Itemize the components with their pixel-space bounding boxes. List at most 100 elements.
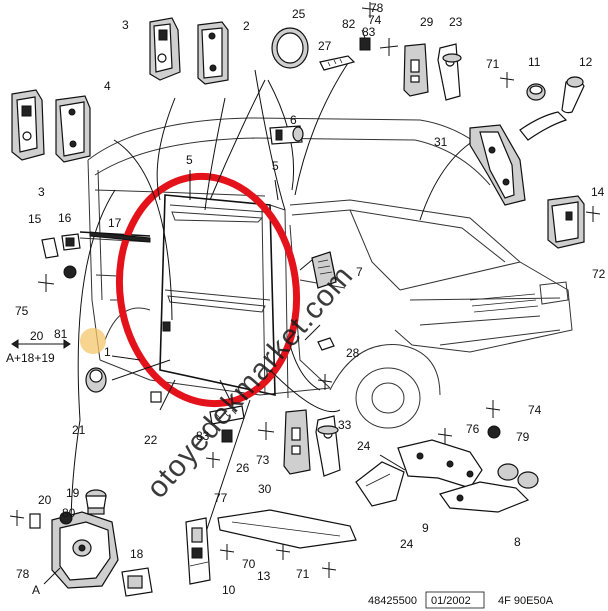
part-29 bbox=[317, 337, 335, 351]
ref-20-label: 20 bbox=[30, 329, 44, 343]
callout-number: 78 bbox=[370, 1, 384, 15]
part-21 bbox=[29, 513, 41, 529]
part-27 bbox=[221, 429, 233, 443]
part-26 bbox=[271, 27, 309, 69]
group-20-arrow bbox=[11, 339, 71, 349]
pointer-dot bbox=[80, 328, 106, 354]
callout-number: 17 bbox=[108, 216, 122, 230]
part-8 bbox=[439, 463, 539, 513]
van-outline bbox=[87, 117, 573, 429]
callout-number: 3 bbox=[122, 18, 129, 32]
part-15 bbox=[89, 231, 151, 243]
callout-number: 14 bbox=[591, 185, 605, 199]
part-19 bbox=[85, 489, 107, 509]
callout-number: 78 bbox=[16, 567, 30, 581]
ref-a-label: A bbox=[32, 583, 40, 597]
callout-number: 73 bbox=[256, 453, 270, 467]
callout-number: 1 bbox=[104, 345, 111, 359]
part-23 bbox=[150, 391, 162, 403]
part-71-right bbox=[275, 544, 291, 560]
callout-number: 11 bbox=[528, 55, 541, 69]
callout-number: 76 bbox=[466, 422, 480, 436]
callout-number: 71 bbox=[486, 57, 500, 71]
part-12 bbox=[561, 76, 585, 114]
part-10 bbox=[185, 517, 211, 585]
part-9 bbox=[397, 439, 483, 489]
callout-number: 74 bbox=[368, 13, 382, 27]
part-82 bbox=[59, 511, 73, 525]
part-72 bbox=[499, 72, 515, 88]
part-3-top bbox=[149, 17, 181, 81]
part-18 bbox=[121, 567, 153, 597]
part-76 bbox=[37, 274, 55, 292]
fastener-cross bbox=[321, 562, 337, 578]
part-74-bottom bbox=[257, 422, 275, 440]
part-33 bbox=[469, 111, 568, 206]
ref-formula-label: A+18+19 bbox=[6, 351, 55, 365]
part-22 bbox=[85, 367, 107, 393]
callout-number: 12 bbox=[579, 55, 593, 69]
part-4 bbox=[55, 95, 91, 163]
callout-number: 19 bbox=[66, 486, 80, 500]
callout-number: 83 bbox=[362, 25, 376, 39]
callout-number: 5 bbox=[186, 153, 193, 167]
part-17 bbox=[61, 233, 81, 251]
part-30 bbox=[403, 43, 429, 97]
part-80 bbox=[487, 425, 501, 439]
callout-number: 7 bbox=[356, 265, 363, 279]
callout-number: 71 bbox=[296, 567, 310, 581]
callout-number: 3 bbox=[38, 185, 45, 199]
part-7 bbox=[311, 251, 337, 289]
part-24-top bbox=[437, 43, 462, 101]
callout-number: 28 bbox=[346, 346, 360, 360]
footer: 48425500 01/2002 4F 90E50A bbox=[368, 591, 554, 609]
callout-number: 24 bbox=[357, 439, 371, 453]
callout-number: 30 bbox=[258, 482, 272, 496]
callout-number: 22 bbox=[144, 433, 158, 447]
callout-number: 21 bbox=[72, 423, 86, 437]
callout-number: 10 bbox=[222, 583, 236, 597]
callout-number: 81 bbox=[54, 327, 68, 341]
doc-number: 48425500 bbox=[368, 595, 417, 607]
part-2 bbox=[197, 21, 229, 85]
callout-number: 26 bbox=[236, 461, 250, 475]
callout-number: 75 bbox=[15, 304, 29, 318]
assembly-leader bbox=[43, 567, 61, 585]
callout-number: 82 bbox=[342, 17, 356, 31]
part-78-top bbox=[361, 2, 379, 18]
part-13 bbox=[217, 509, 357, 549]
callout-number: 27 bbox=[318, 39, 332, 53]
part-16 bbox=[41, 237, 59, 259]
part-70 bbox=[317, 374, 333, 390]
callout-number: 83 bbox=[196, 429, 210, 443]
callout-number: 8 bbox=[514, 535, 521, 549]
part-3-left bbox=[11, 89, 45, 161]
callout-number: 4 bbox=[104, 79, 111, 93]
part-79 bbox=[9, 510, 25, 526]
part-78-bottom bbox=[205, 452, 221, 468]
part-73 bbox=[585, 206, 601, 222]
assembly-a bbox=[51, 503, 119, 589]
callout-number: 2 bbox=[243, 19, 250, 33]
part-25 bbox=[355, 461, 405, 507]
callout-number: 20 bbox=[38, 493, 52, 507]
callout-number: 16 bbox=[58, 211, 72, 225]
date-box bbox=[425, 591, 485, 609]
callout-number: 25 bbox=[292, 7, 306, 21]
callout-number: 18 bbox=[130, 547, 144, 561]
callout-number: 13 bbox=[257, 569, 271, 583]
callout-number: 70 bbox=[242, 557, 256, 571]
callout-number: 9 bbox=[422, 521, 429, 535]
callout-number: 77 bbox=[214, 491, 228, 505]
callout-number: 24 bbox=[400, 537, 414, 551]
doc-date: 01/2002 bbox=[431, 595, 471, 607]
part-74-top bbox=[379, 38, 399, 56]
part-31 bbox=[283, 409, 311, 475]
part-77 bbox=[437, 428, 453, 444]
callout-number: 5 bbox=[272, 159, 279, 173]
part-28 bbox=[319, 55, 356, 71]
callout-number: 31 bbox=[434, 135, 448, 149]
callout-number: 33 bbox=[338, 418, 352, 432]
